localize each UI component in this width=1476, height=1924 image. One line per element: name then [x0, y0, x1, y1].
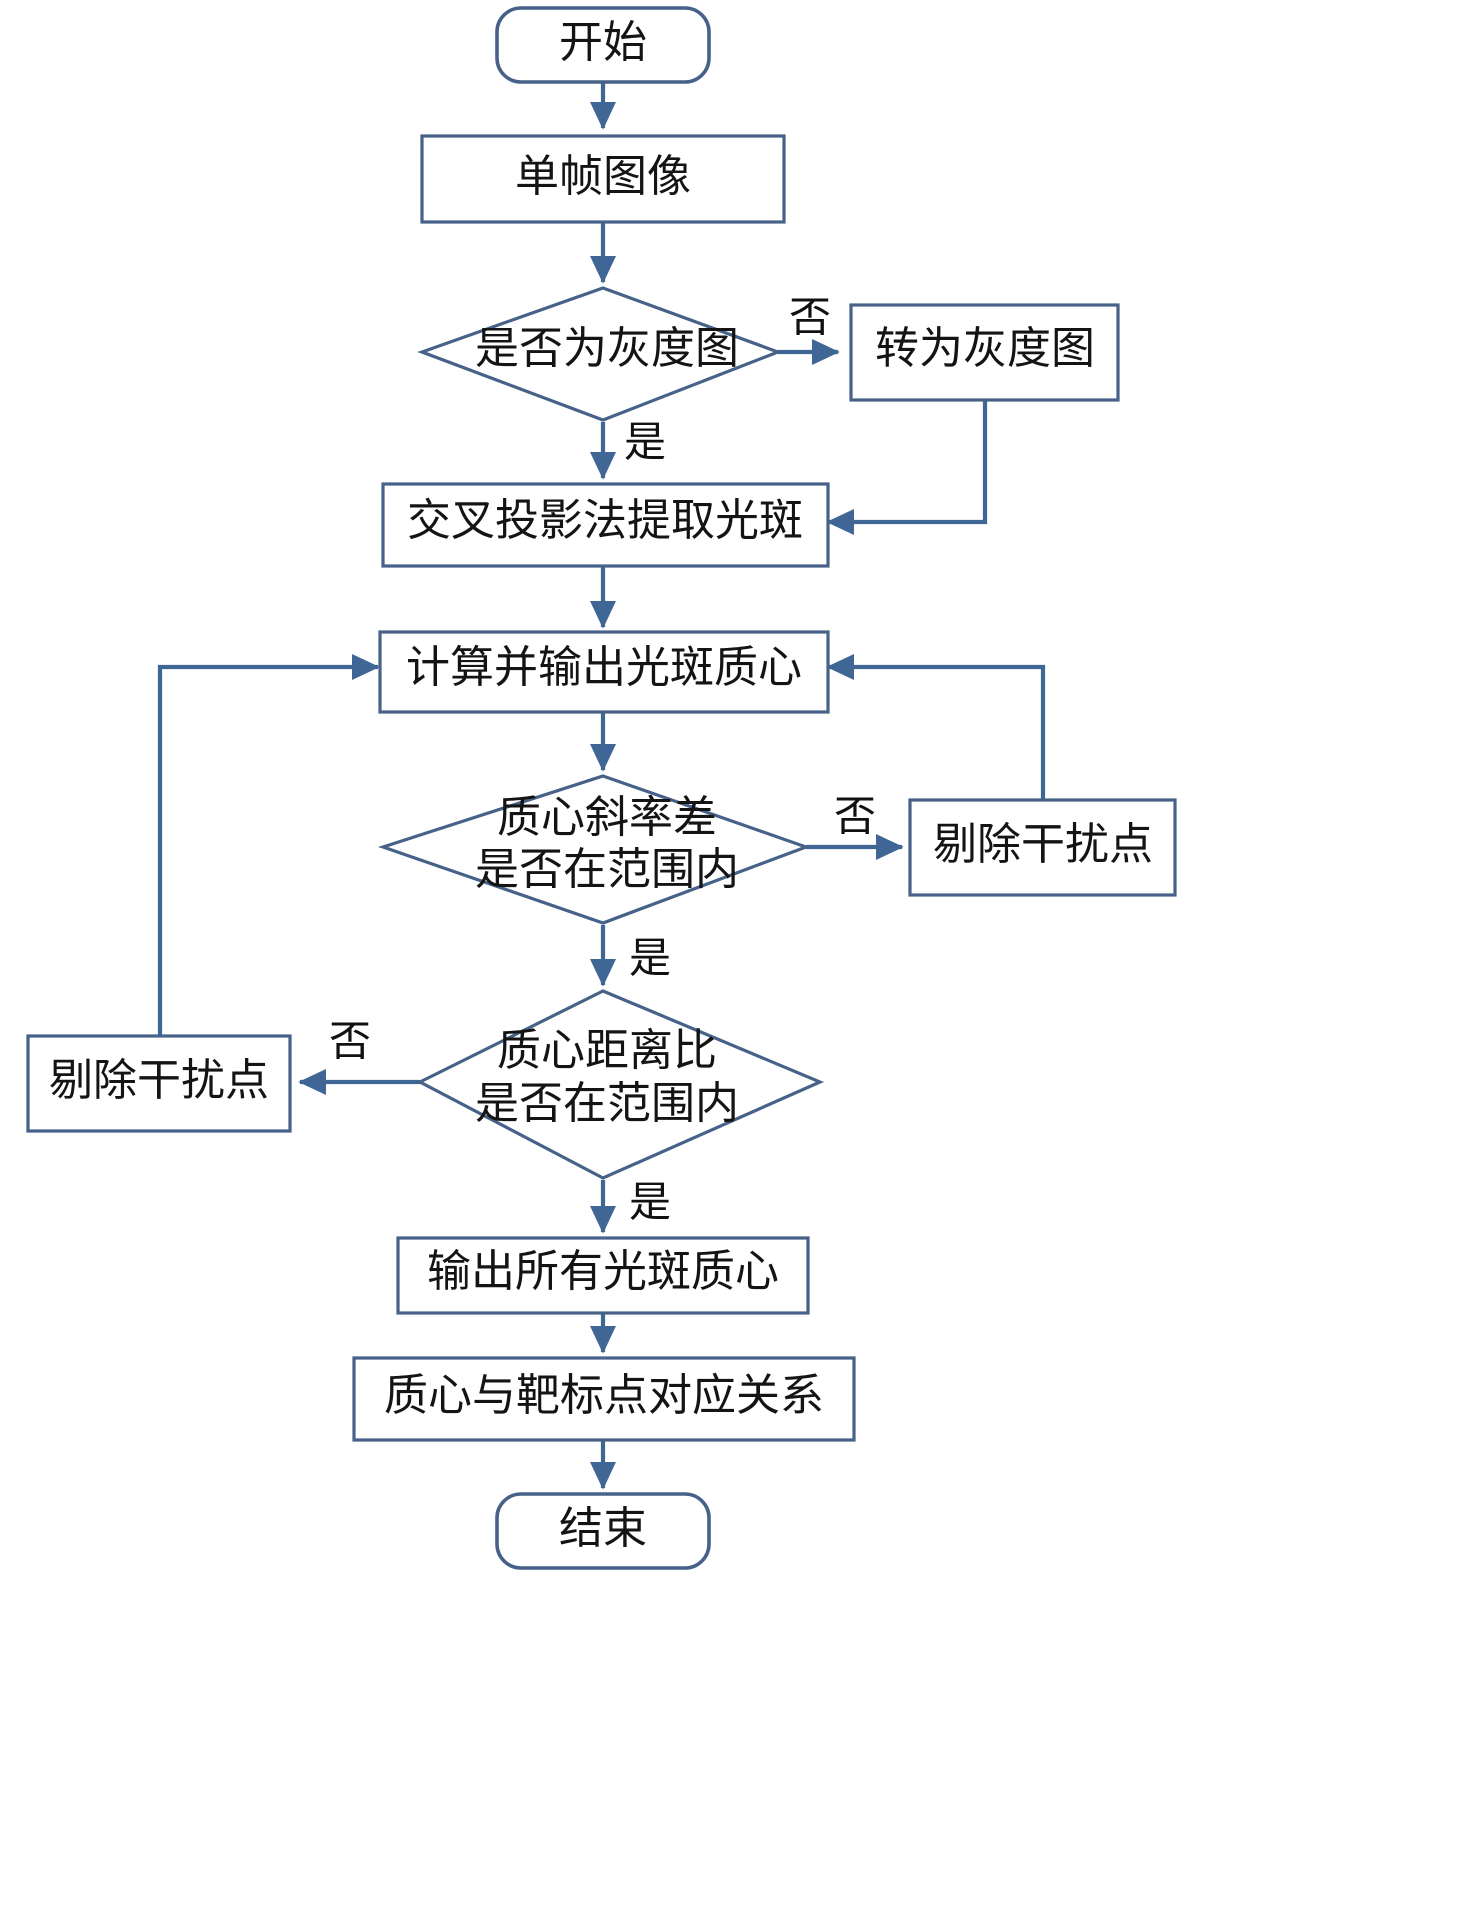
single-frame-image-label: 单帧图像 — [515, 152, 691, 201]
node-is-grayscale-decision[interactable]: 是否为灰度图 — [417, 286, 783, 422]
edge-label-dist-no: 否 — [329, 1020, 371, 1066]
edge-label-isgray-yes: 是 — [624, 421, 666, 467]
node-centroid-target-mapping[interactable]: 质心与靶标点对应关系 — [352, 1356, 856, 1442]
end-label: 结束 — [559, 1504, 647, 1553]
slope-diff-label-line2: 是否在范围内 — [475, 845, 739, 894]
convert-to-grayscale-shape — [849, 303, 1120, 402]
remove-noise-left-label: 剔除干扰点 — [49, 1056, 269, 1105]
calculate-output-centroid-shape — [378, 630, 830, 714]
remove-noise-right-shape — [908, 798, 1177, 897]
slope-diff-label-line1: 质心斜率差 — [497, 793, 717, 842]
node-start[interactable]: 开始 — [495, 6, 711, 84]
node-single-frame-image[interactable]: 单帧图像 — [420, 134, 786, 224]
centroid-target-mapping-shape — [352, 1356, 856, 1442]
convert-to-grayscale-label: 转为灰度图 — [875, 324, 1095, 373]
distance-ratio-label-line2: 是否在范围内 — [475, 1079, 739, 1128]
remove-noise-left-shape — [26, 1034, 292, 1133]
cross-projection-label: 交叉投影法提取光斑 — [407, 496, 803, 545]
node-calculate-output-centroid[interactable]: 计算并输出光斑质心 — [378, 630, 830, 714]
distance-ratio-shape — [416, 989, 825, 1180]
start-label: 开始 — [559, 18, 647, 67]
edge-label-slope-no: 否 — [834, 795, 876, 841]
node-remove-noise-right[interactable]: 剔除干扰点 — [908, 798, 1177, 897]
output-all-centroids-shape — [396, 1236, 810, 1315]
edge-removeright-to-calc — [826, 653, 1046, 800]
node-distance-ratio-decision[interactable]: 质心距离比 是否在范围内 — [416, 989, 825, 1180]
calculate-output-centroid-label: 计算并输出光斑质心 — [406, 643, 802, 692]
start-shape — [495, 6, 711, 84]
edge-label-dist-yes: 是 — [629, 1181, 671, 1227]
node-output-all-centroids[interactable]: 输出所有光斑质心 — [396, 1236, 810, 1315]
is-grayscale-label: 是否为灰度图 — [475, 324, 739, 373]
output-all-centroids-label: 输出所有光斑质心 — [427, 1247, 779, 1296]
node-remove-noise-left[interactable]: 剔除干扰点 — [26, 1034, 292, 1133]
edge-label-slope-yes: 是 — [629, 937, 671, 983]
node-cross-projection-extract[interactable]: 交叉投影法提取光斑 — [381, 482, 830, 568]
is-grayscale-shape — [417, 286, 783, 422]
remove-noise-right-label: 剔除干扰点 — [933, 820, 1153, 869]
single-frame-image-shape — [420, 134, 786, 224]
connector-layer — [157, 82, 1046, 1490]
distance-ratio-label-line1: 质心距离比 — [497, 1026, 717, 1075]
slope-diff-shape — [377, 774, 811, 925]
node-convert-to-grayscale[interactable]: 转为灰度图 — [849, 303, 1120, 402]
centroid-target-mapping-label: 质心与靶标点对应关系 — [384, 1371, 824, 1420]
node-end[interactable]: 结束 — [495, 1492, 711, 1570]
edge-togray-to-crossproj — [826, 400, 988, 536]
edge-label-layer: 否 是 否 是 否 是 — [329, 296, 876, 1227]
end-shape — [495, 1492, 711, 1570]
edge-label-isgray-no: 否 — [789, 296, 831, 342]
cross-projection-shape — [381, 482, 830, 568]
edge-removeleft-to-calc — [157, 653, 380, 1036]
node-slope-diff-decision[interactable]: 质心斜率差 是否在范围内 — [377, 774, 811, 925]
